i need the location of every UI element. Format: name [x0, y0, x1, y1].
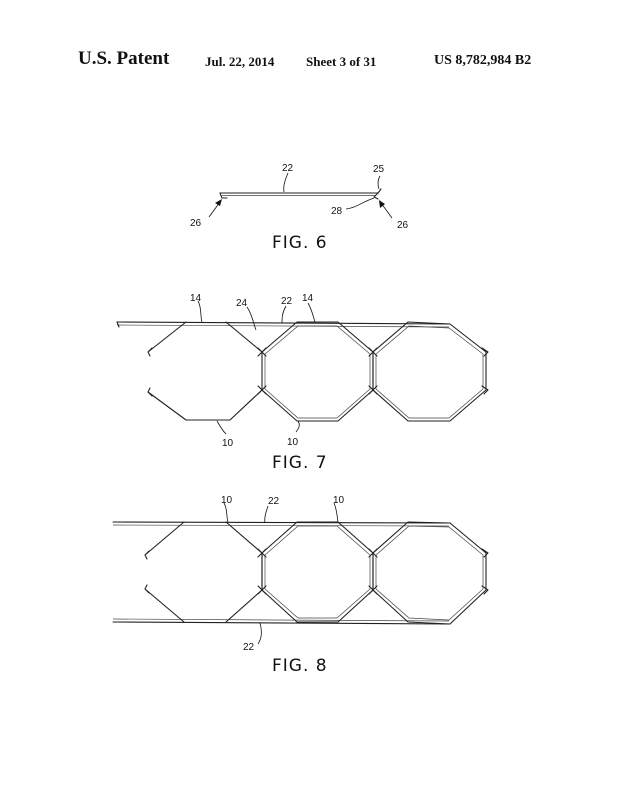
fig8-octagon-3: [372, 521, 487, 625]
fig7-leader-14-right: [307, 302, 316, 323]
fig7-ref-14-right: 14: [302, 293, 314, 304]
fig7-left-upper-stub: [147, 321, 187, 357]
fig6-ref-26-right: 26: [397, 220, 409, 231]
fig6-ref-25: 25: [373, 164, 385, 175]
fig8-ref-22-top: 22: [268, 496, 280, 507]
fig7-cell1-upper-right: [225, 321, 263, 353]
fig7-caption: FIG. 7: [272, 453, 328, 473]
fig7-ref-14-left: 14: [190, 293, 202, 304]
patent-number: US 8,782,984 B2: [434, 53, 532, 68]
fig8-leader-10-right: [333, 502, 339, 523]
fig7-top-rail-end: [116, 321, 120, 328]
fig6-right-end: [373, 188, 382, 200]
fig8-leader-10-left: [223, 502, 229, 523]
fig6-caption: FIG. 6: [272, 233, 328, 253]
fig6-ref-26-left: 26: [190, 218, 202, 229]
fig7-octagon-3: [372, 321, 487, 422]
fig8-left-upper-stub: [144, 521, 185, 560]
fig6-left-end: [219, 192, 228, 199]
fig8-top-rail-inner: [112, 524, 450, 527]
fig8-leader-22-top: [264, 505, 269, 524]
fig8-top-rail: [112, 521, 451, 524]
fig7-top-rail: [116, 321, 451, 325]
fig8-junction-tabs-1: [257, 548, 267, 595]
fig8-bottom-rail-inner: [112, 618, 450, 622]
fig6-drawing: 22 25 28 26 26 FIG. 6: [190, 163, 409, 253]
fig8-caption: FIG. 8: [272, 656, 328, 676]
fig7-leader-10-mid: [295, 420, 300, 433]
fig8-drawing: 10 22 10 22 FIG. 8: [112, 495, 489, 676]
fig8-bottom-rail: [112, 621, 451, 625]
fig7-leader-10-left: [216, 420, 227, 435]
fig7-drawing: 14 24 22 14 10 10 FIG. 7: [116, 293, 489, 473]
fig7-octagon-3-inner: [375, 325, 484, 419]
fig7-end-tabs: [481, 347, 489, 395]
fig6-leader-25: [377, 175, 381, 190]
fig7-junction-tabs-2: [368, 347, 378, 395]
fig6-leader-28: [345, 197, 375, 210]
fig8-junction-tabs-2: [368, 548, 378, 595]
fig6-arrowhead-right: [379, 200, 385, 208]
fig6-arrowhead-left: [215, 199, 222, 206]
fig7-leader-14-left: [197, 300, 203, 323]
fig6-leader-22: [283, 172, 289, 193]
fig8-octagon-2-inner: [264, 525, 371, 619]
patent-date: Jul. 22, 2014: [205, 54, 275, 69]
fig7-top-rail-inner: [116, 324, 450, 328]
fig7-octagon-2: [261, 321, 374, 422]
fig7-left-lower-arc: [147, 387, 263, 421]
sheet-number: Sheet 3 of 31: [306, 54, 377, 69]
fig7-leader-24: [246, 306, 257, 331]
fig8-octagon-2: [261, 521, 374, 623]
fig8-ref-10-left: 10: [221, 495, 233, 506]
fig6-ref-28: 28: [331, 206, 343, 217]
fig7-ref-10-mid: 10: [287, 437, 299, 448]
patent-label: U.S. Patent: [78, 48, 170, 69]
fig8-left-lower-stub: [144, 584, 185, 623]
fig7-ref-10-left: 10: [222, 438, 234, 449]
fig8-cell1-right-edge: [225, 521, 263, 623]
fig7-ref-24: 24: [236, 298, 248, 309]
fig7-octagon-2-inner: [264, 325, 371, 419]
fig6-ref-22: 22: [282, 163, 294, 174]
fig7-leader-22: [281, 305, 287, 324]
fig8-octagon-3-inner: [375, 525, 484, 621]
fig8-leader-22-bottom: [257, 622, 262, 645]
fig8-end-tabs: [481, 548, 489, 595]
fig7-ref-22: 22: [281, 296, 293, 307]
fig8-ref-10-right: 10: [333, 495, 345, 506]
fig7-junction-tabs-1: [257, 347, 267, 395]
fig8-ref-22-bottom: 22: [243, 642, 255, 653]
